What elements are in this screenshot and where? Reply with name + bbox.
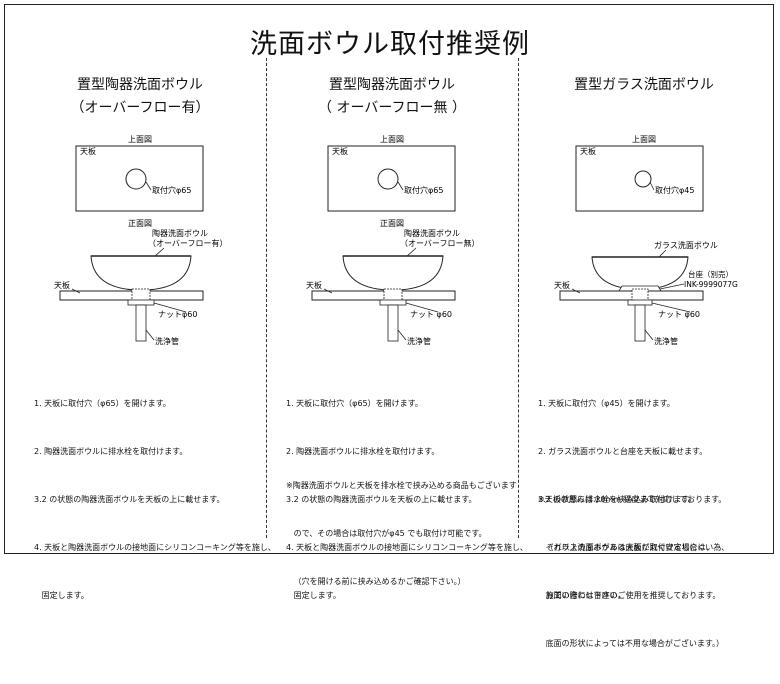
nut bbox=[127, 299, 155, 306]
counter-side-view bbox=[559, 290, 704, 301]
drain-pipe bbox=[634, 304, 646, 342]
bowl-label: ガラス洗面ボウル bbox=[654, 240, 718, 250]
counter-label: 天板 bbox=[332, 146, 348, 156]
drain-pipe bbox=[387, 304, 399, 342]
front-view-label: 正面図 bbox=[128, 219, 152, 228]
leader-line bbox=[323, 288, 333, 294]
installation-diagram: 上面図 天板 取付穴φ65 正面図 陶器洗面ボウル （オーバーフロー有） 天板 … bbox=[54, 135, 227, 346]
counter-side-label: 天板 bbox=[554, 280, 570, 290]
note-line: （ガラス洗面ボウルは底面が丸く安定しにくい為、 bbox=[538, 543, 730, 552]
nut-label: ナット φ60 bbox=[410, 310, 452, 319]
counter-top-view bbox=[575, 145, 704, 212]
leader-line bbox=[649, 181, 655, 191]
leader-line bbox=[405, 302, 439, 313]
leader-line bbox=[651, 302, 691, 313]
top-view-label: 上面図 bbox=[380, 135, 404, 144]
bowl-label: 陶器洗面ボウル bbox=[404, 228, 460, 238]
installation-diagram: 上面図 天板 取付穴φ65 正面図 陶器洗面ボウル （オーバーフロー無） 天板 … bbox=[306, 135, 479, 346]
hole-label: 取付穴φ45 bbox=[655, 185, 694, 195]
note-line: ※陶器洗面ボウルと天板を排水栓で挟み込める商品もございます bbox=[286, 481, 517, 490]
column-heading: 置型ガラス洗面ボウル bbox=[574, 77, 714, 93]
pedestal-label: 台座（別売） bbox=[688, 269, 733, 279]
leader-line bbox=[145, 181, 152, 191]
nut bbox=[379, 299, 407, 306]
note-line: 固定します。 bbox=[34, 591, 89, 600]
front-view-label: 正面図 bbox=[380, 219, 404, 228]
nut-label: ナットφ60 bbox=[158, 310, 197, 319]
notes: 1. 天板に取付穴（φ65）を開けます。 2. 陶器洗面ボウルに排水栓を取付けま… bbox=[34, 364, 276, 636]
note-line: （穴を開ける前に挟み込めるかご確認下さい。） bbox=[286, 577, 466, 586]
counter-label: 天板 bbox=[80, 146, 96, 156]
column-subheading: （オーバーフロー有） bbox=[70, 100, 210, 116]
pipe-label: 洗浄管 bbox=[155, 336, 179, 346]
counter-top-view bbox=[327, 145, 456, 212]
note-line: 3.2 の状態の陶器洗面ボウルを天板の上に載せます。 bbox=[34, 495, 225, 504]
note-line: ので、その場合は取付穴がφ45 でも取付け可能です。 bbox=[286, 529, 487, 538]
hole-label: 取付穴φ65 bbox=[152, 185, 191, 195]
note-line: 4. 天板と陶器洗面ボウルの接地面にシリコンコーキング等を施し、 bbox=[34, 543, 276, 552]
leader-line bbox=[571, 288, 581, 294]
counter-side-label: 天板 bbox=[306, 280, 322, 290]
note-line: 3.2 の状態の陶器洗面ボウルを天板の上に載せます。 bbox=[286, 495, 477, 504]
column-subheading: （ オーバーフロー無 ） bbox=[318, 100, 466, 116]
counter-side-label: 天板 bbox=[54, 280, 70, 290]
bowl-front-view bbox=[90, 255, 192, 291]
nut bbox=[627, 299, 653, 306]
counter-side-view bbox=[59, 290, 204, 301]
column-heading: 置型陶器洗面ボウル bbox=[329, 77, 455, 93]
column-heading: 置型陶器洗面ボウル bbox=[77, 77, 203, 93]
pipe-label: 洗浄管 bbox=[654, 336, 678, 346]
drain-pipe bbox=[135, 304, 147, 342]
outer-frame bbox=[4, 4, 774, 554]
note-line: お問い合わせ下さい。 bbox=[538, 591, 626, 600]
hole-label: 取付穴φ65 bbox=[404, 185, 443, 195]
note-line: 1. 天板に取付穴（φ65）を開けます。 bbox=[34, 399, 171, 408]
column-divider bbox=[266, 58, 267, 538]
bowl-label: 陶器洗面ボウル bbox=[152, 228, 208, 238]
leader-line bbox=[71, 288, 81, 294]
note-line: それ以上の厚みがある天板に取付ける場合は、 bbox=[538, 543, 714, 552]
mounting-hole bbox=[634, 170, 652, 188]
nut-label: ナット φ60 bbox=[658, 310, 700, 319]
leader-line bbox=[397, 181, 404, 191]
leader-line bbox=[644, 329, 654, 341]
column-ceramic-overflow: 置型陶器洗面ボウル （オーバーフロー有） 上面図 天板 取付穴φ65 正面図 陶… bbox=[14, 0, 276, 600]
mounting-hole bbox=[377, 168, 399, 190]
note-line: 1. 天板に取付穴（φ65）を開けます。 bbox=[286, 399, 423, 408]
column-ceramic-no-overflow: 置型陶器洗面ボウル （ オーバーフロー無 ） 上面図 天板 取付穴φ65 正面図… bbox=[266, 0, 528, 600]
page-title: 洗面ボウル取付推奨例 bbox=[250, 29, 530, 60]
note-line: ※天板の厚みは 20mm 程度まで対応しております。 bbox=[538, 495, 727, 504]
note-line: 2. ガラス洗面ボウルと台座を天板に載せます。 bbox=[538, 447, 708, 456]
leader-line bbox=[145, 329, 155, 341]
note-line: 2. 陶器洗面ボウルに排水栓を取付けます。 bbox=[286, 447, 440, 456]
pedestal-model: INK-9999077G bbox=[684, 280, 738, 289]
counter-label: 天板 bbox=[580, 146, 596, 156]
mounting-hole bbox=[125, 168, 147, 190]
bowl-label-sub: （オーバーフロー無） bbox=[400, 238, 479, 248]
bowl-front-view bbox=[591, 256, 689, 290]
leader-line bbox=[153, 302, 187, 313]
note-line: 1. 天板に取付穴（φ45）を開けます。 bbox=[538, 399, 675, 408]
leader-line bbox=[397, 329, 407, 341]
extra-notes: ※天板の厚みは 20mm 程度まで対応しております。 それ以上の厚みがある天板に… bbox=[538, 460, 726, 636]
column-divider bbox=[518, 58, 519, 538]
note-line: 4. 天板と陶器洗面ボウルの接地面にシリコンコーキング等を施し、 bbox=[286, 543, 528, 552]
pipe-label: 洗浄管 bbox=[407, 336, 431, 346]
note-line: 2. 陶器洗面ボウルに排水栓を取付けます。 bbox=[34, 447, 188, 456]
top-view-label: 上面図 bbox=[632, 135, 656, 144]
note-line: 底面の形状によっては不用な場合がございます。） bbox=[538, 639, 725, 648]
top-view-label: 上面図 bbox=[128, 135, 152, 144]
bowl-label-sub: （オーバーフロー有） bbox=[148, 238, 227, 248]
column-glass-bowl: 置型ガラス洗面ボウル 上面図 天板 取付穴φ45 ガラス洗面ボウル 台座（別売）… bbox=[518, 0, 770, 648]
installation-diagram: 上面図 天板 取付穴φ45 ガラス洗面ボウル 台座（別売） INK-999907… bbox=[554, 135, 738, 346]
counter-top-view bbox=[75, 145, 204, 212]
extra-notes: ※陶器洗面ボウルと天板を排水栓で挟み込める商品もございます ので、その場合は取付… bbox=[286, 446, 517, 622]
counter-side-view bbox=[311, 290, 456, 301]
bowl-front-view bbox=[342, 255, 444, 291]
leader-line bbox=[659, 283, 685, 290]
note-line: 3.2 の状態に排水栓を挟み込み取付けます。 bbox=[538, 495, 697, 504]
